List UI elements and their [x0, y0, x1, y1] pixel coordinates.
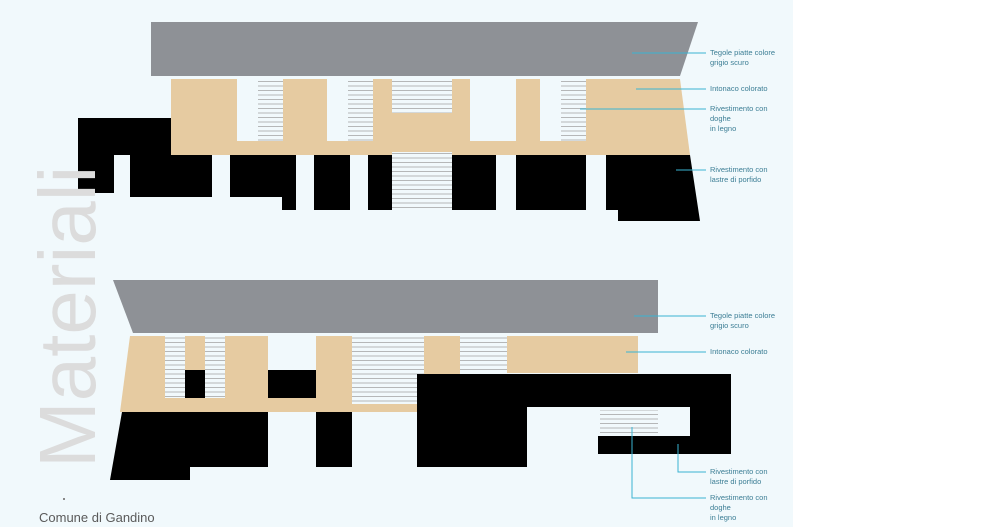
label-top-plaster: Intonaco colorato: [710, 84, 768, 93]
roof-top: [151, 22, 698, 76]
label-top-wood: Rivestimento con doghe in legno: [710, 104, 768, 133]
wood-cladding-bottom: [165, 336, 658, 436]
label-bottom-roof: Tegole piatte colore grigio scuro: [710, 311, 776, 330]
label-bottom-stone: Rivestimento con lastre di porfido: [710, 467, 768, 486]
roof-bottom: [113, 280, 658, 333]
dot-mark: [63, 498, 65, 500]
elevation-top: [78, 22, 700, 221]
footer-text: Comune di Gandino: [39, 510, 155, 525]
openings-top: [237, 79, 586, 141]
label-bottom-wood: Rivestimento con doghe in legno: [710, 493, 768, 522]
elevation-bottom: [110, 280, 731, 480]
label-top-roof: Tegole piatte colore grigio scuro: [710, 48, 776, 67]
label-bottom-plaster: Intonaco colorato: [710, 347, 768, 356]
label-top-stone: Rivestimento con lastre di porfido: [710, 165, 768, 184]
page-title: Materiali: [23, 165, 112, 468]
porphyry-cladding-top: [78, 118, 700, 221]
leader-lines: [580, 52, 706, 499]
porphyry-cladding-bottom: [110, 370, 731, 480]
